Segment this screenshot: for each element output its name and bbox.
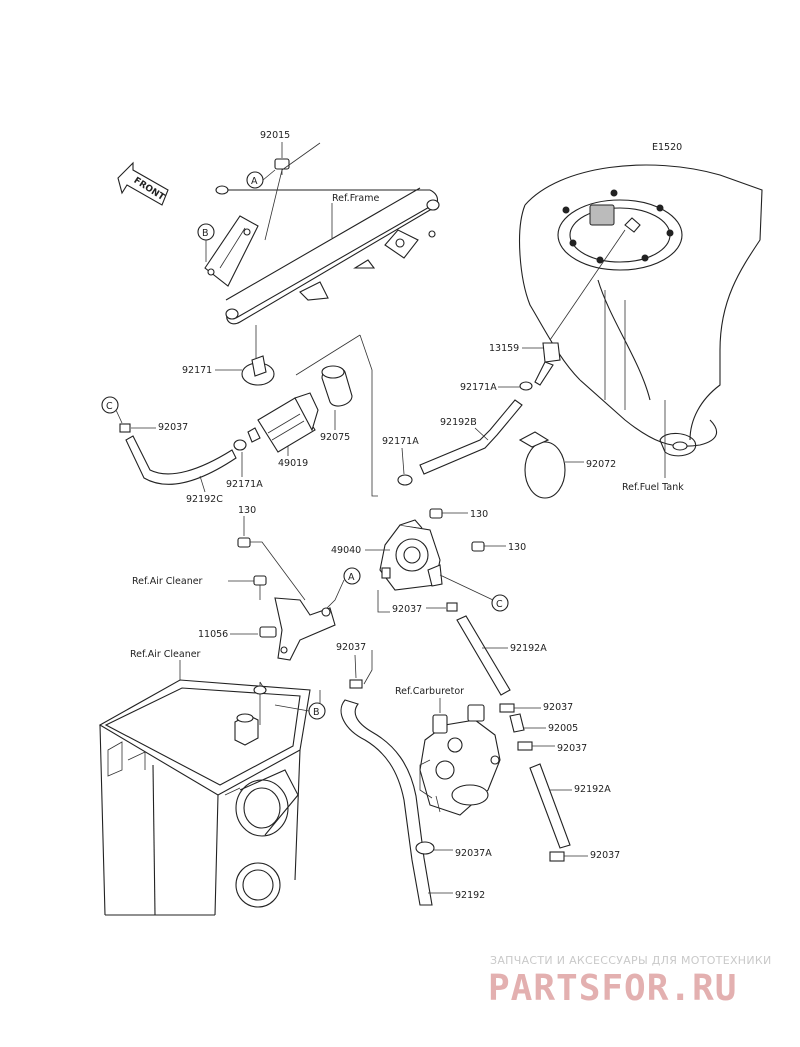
ref-air-cleaner-1: Ref.Air Cleaner <box>132 576 203 587</box>
watermark-logo: PARTSFOR.RU <box>488 968 737 1009</box>
diagram-code: E1520 <box>652 142 682 153</box>
hose-92192a-1-icon <box>456 615 511 696</box>
part-130-2: 130 <box>508 542 526 553</box>
band-92072-icon <box>518 431 566 499</box>
part-92037-mid: 92037 <box>392 604 422 615</box>
callout-b-1: B <box>202 228 209 239</box>
part-92192a-1: 92192A <box>510 643 547 654</box>
clip-92037-bottom-icon <box>549 851 565 862</box>
part-92192: 92192 <box>455 890 485 901</box>
clamp-92171-icon <box>241 355 275 386</box>
callout-b-2: B <box>313 707 320 718</box>
part-13159: 13159 <box>489 343 519 354</box>
callout-a-1: A <box>251 176 258 187</box>
part-92037-r2: 92037 <box>557 743 587 754</box>
hose-92192c-icon <box>125 435 237 485</box>
frame-drawing <box>204 185 440 325</box>
clip-92171a-1-icon <box>233 439 247 451</box>
part-11056: 11056 <box>198 629 228 640</box>
ref-carburetor: Ref.Carburetor <box>395 686 464 697</box>
part-92037-bottom: 92037 <box>590 850 620 861</box>
clip-92171a-3-icon <box>519 381 533 391</box>
hose-92192-icon <box>340 699 433 906</box>
part-92075: 92075 <box>320 432 350 443</box>
part-92072: 92072 <box>586 459 616 470</box>
part-92037a: 92037A <box>455 848 492 859</box>
clip-92037-r2-icon <box>517 741 533 751</box>
hose-92192a-2-icon <box>529 763 571 849</box>
clip-92037a-icon <box>415 841 435 855</box>
clip-92037-top-icon <box>119 423 131 433</box>
bracket-11056-icon <box>259 626 277 638</box>
ref-air-cleaner-2: Ref.Air Cleaner <box>130 649 201 660</box>
clip-92037-left-icon <box>349 679 363 689</box>
hose-92192b-icon <box>419 399 523 475</box>
ref-frame: Ref.Frame <box>332 193 379 204</box>
part-92037-top: 92037 <box>158 422 188 433</box>
clip-92037-mid-icon <box>446 602 458 612</box>
part-92192b: 92192B <box>440 417 477 428</box>
bolt-130-2-icon <box>471 541 485 552</box>
bolt-130-3-icon <box>237 537 251 548</box>
part-92192a-2: 92192A <box>574 784 611 795</box>
callout-c-2: C <box>496 599 503 610</box>
part-92171a-2: 92171A <box>382 436 419 447</box>
clip-92037-r1-icon <box>499 703 515 713</box>
fuel-filter-49019-icon <box>247 392 319 453</box>
part-92192c: 92192C <box>186 494 223 505</box>
callout-a-2: A <box>348 572 355 583</box>
part-130-1: 130 <box>470 509 488 520</box>
part-49019: 49019 <box>278 458 308 469</box>
carburetor-drawing <box>419 704 501 816</box>
part-92037-left: 92037 <box>336 642 366 653</box>
front-label: FRONT <box>132 176 167 204</box>
part-92171a-1: 92171A <box>226 479 263 490</box>
front-arrow-icon: FRONT <box>117 161 169 206</box>
fuel-pump-49040-icon <box>379 519 443 591</box>
part-92171a-3: 92171A <box>460 382 497 393</box>
fuel-cock-13159-icon <box>534 229 626 386</box>
part-92005: 92005 <box>548 723 578 734</box>
part-92171: 92171 <box>182 365 212 376</box>
clip-92171a-2-icon <box>397 474 413 486</box>
ref-fuel-tank: Ref.Fuel Tank <box>622 482 684 493</box>
holder-92075-icon <box>321 365 353 407</box>
bracket-icon <box>274 597 336 661</box>
bolt-130-1-icon <box>429 508 443 519</box>
fuel-tank-drawing <box>519 164 763 478</box>
screw-icon <box>253 575 267 600</box>
watermark-tagline: ЗАПЧАСТИ И АКСЕССУАРЫ ДЛЯ МОТОТЕХНИКИ <box>490 954 772 967</box>
part-130-3: 130 <box>238 505 256 516</box>
part-92015: 92015 <box>260 130 290 141</box>
fitting-92005-icon <box>509 713 525 733</box>
air-cleaner-drawing <box>98 679 311 916</box>
part-92037-r1: 92037 <box>543 702 573 713</box>
part-49040: 49040 <box>331 545 361 556</box>
callout-c-1: C <box>106 401 113 412</box>
